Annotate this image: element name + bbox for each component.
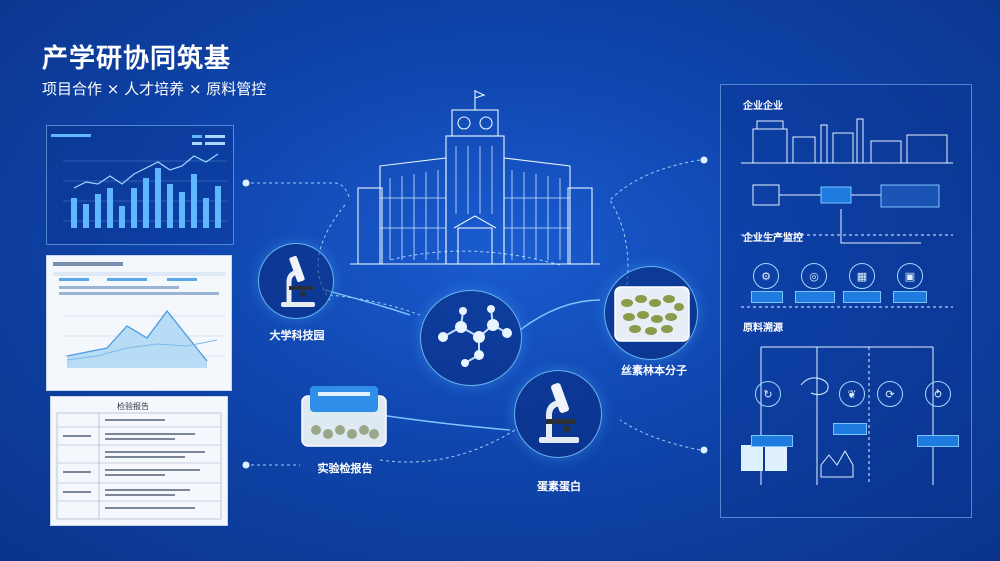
bar-chart-panel	[46, 125, 234, 245]
enterprise-diagram	[741, 118, 953, 485]
page-title: 产学研协同筑基	[42, 44, 232, 74]
lab-report-label: 实验检报告	[317, 462, 373, 475]
report-table	[56, 412, 222, 520]
monitor-button-2[interactable]	[795, 291, 835, 303]
area-chart-report	[46, 255, 232, 391]
chart-icon: ▦	[849, 263, 875, 289]
silk-sample-circle	[604, 266, 698, 360]
protein-label: 蛋素蛋白	[537, 480, 581, 493]
protein-microscope-circle	[514, 370, 602, 458]
section-raw-material-tracing: 原料溯源	[743, 323, 783, 334]
sample-container-report	[301, 386, 387, 447]
cycle-icon: ⟳	[877, 381, 903, 407]
section-enterprise: 企业企业	[743, 101, 783, 112]
bar-chart	[51, 134, 227, 228]
leaf-icon: ❦	[839, 381, 865, 407]
trace-button-2[interactable]	[833, 423, 867, 435]
section-production-monitoring: 企业生产监控	[743, 233, 803, 244]
monitor-button-4[interactable]	[893, 291, 927, 303]
university-tech-park-label: 大学科技园	[269, 329, 325, 342]
enterprise-panel: 企业企业 企业生产监控 ⚙ ◎ ▦ ▣ 原料溯源 ↻ ❦ ⟳ ⥁	[720, 84, 972, 518]
recycle-icon: ↻	[755, 381, 781, 407]
molecule-icon	[438, 305, 512, 367]
monitor-button-1[interactable]	[751, 291, 783, 303]
headset-icon: ◎	[801, 263, 827, 289]
box-icon: ▣	[897, 263, 923, 289]
silk-molecule-label: 丝素林本分子	[621, 364, 687, 377]
monitor-button-3[interactable]	[843, 291, 881, 303]
microscope-icon	[281, 255, 315, 307]
trace-button-3[interactable]	[917, 435, 959, 447]
report-title: 检验报告	[117, 402, 149, 411]
university-building-illustration	[350, 90, 600, 265]
microscope-circle	[258, 243, 334, 319]
inspection-report-document: 检验报告	[50, 396, 228, 526]
area-chart	[53, 262, 225, 368]
sample-container-silk	[614, 286, 690, 342]
trace-button-1[interactable]	[751, 435, 793, 447]
molecule-circle	[420, 290, 522, 386]
page-subtitle: 项目合作 × 人才培养 × 原料管控	[42, 80, 267, 98]
flow-icon: ⥁	[925, 381, 951, 407]
microscope-icon-2	[539, 383, 579, 443]
gear-icon: ⚙	[753, 263, 779, 289]
